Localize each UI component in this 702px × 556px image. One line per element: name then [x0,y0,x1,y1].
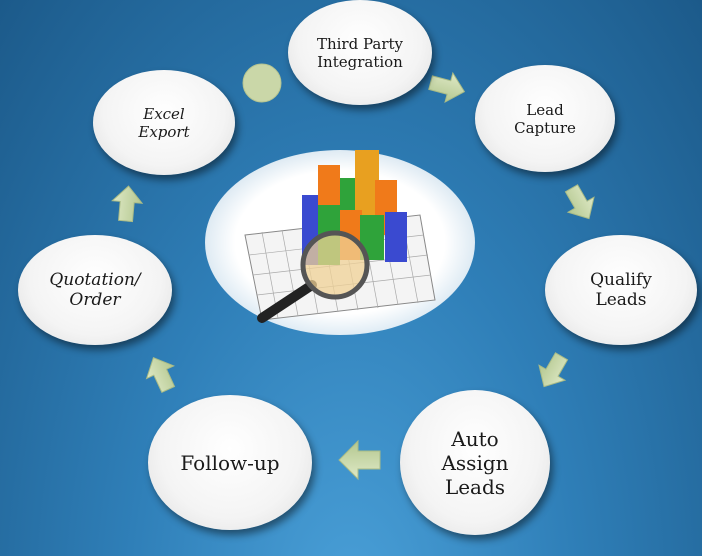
node-auto-assign-leads: Auto Assign Leads [400,390,550,535]
node-lead-capture: Lead Capture [475,65,615,172]
node-label: Third Party Integration [316,34,404,71]
arrow-icon [564,184,595,220]
arrow-icon [145,357,176,394]
node-quotation-order: Quotation/ Order [18,235,172,345]
node-label: Lead Capture [514,100,576,137]
arrow-icon [338,439,381,481]
node-label: Excel Export [138,104,190,141]
bar-chart-magnifier-icon [244,150,436,323]
node-third-party-integration: Third Party Integration [288,0,432,105]
node-label: Quotation/ Order [49,269,141,310]
connector-dot [242,63,282,103]
node-follow-up: Follow-up [148,395,312,530]
arrow-icon [428,71,466,103]
node-label: Auto Assign Leads [441,426,509,499]
node-label: Qualify Leads [590,269,652,310]
arrow-icon [538,352,569,388]
arrow-icon [111,185,144,223]
node-excel-export: Excel Export [93,70,235,175]
node-qualify-leads: Qualify Leads [545,235,697,345]
node-label: Follow-up [180,450,280,475]
